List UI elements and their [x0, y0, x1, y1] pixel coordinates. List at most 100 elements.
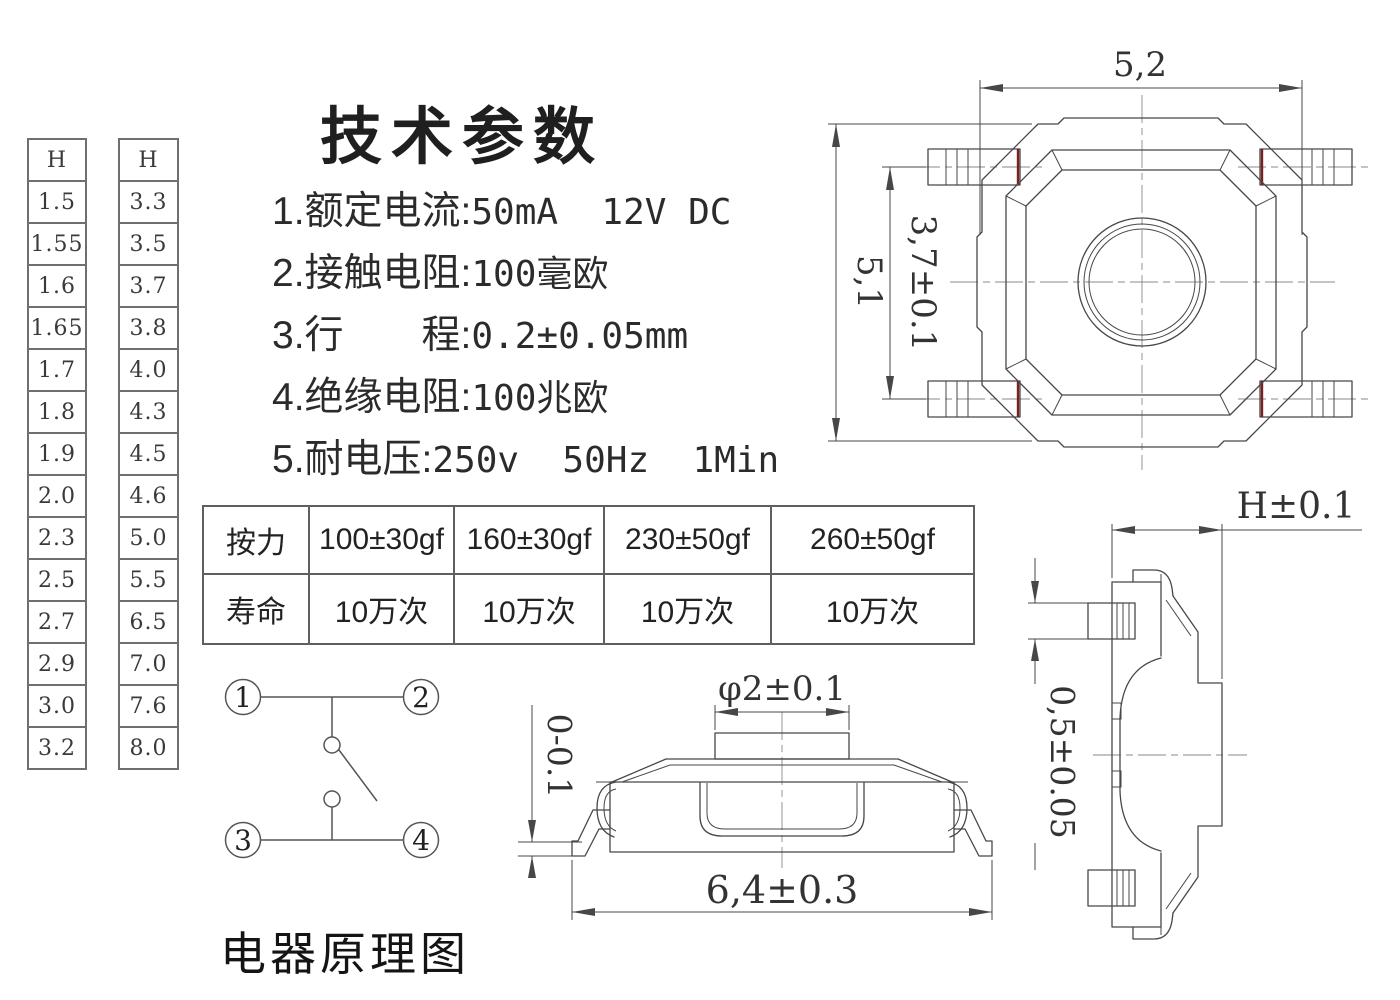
inner-ring-outer: [1005, 149, 1277, 416]
spec-item: 4.绝缘电阻:100兆欧: [272, 366, 608, 422]
page-title: 技术参数: [320, 103, 605, 172]
switch-profile: [571, 732, 993, 857]
h-value-cell: 2.7: [29, 602, 85, 644]
force-value: 100±30gf: [310, 507, 455, 575]
h-value-cell: 3.2: [38, 735, 76, 761]
centerlines: [912, 95, 1370, 470]
h-value-cell: 4.3: [120, 392, 177, 434]
side-lead-bottom: [1087, 869, 1136, 907]
svg-text:5,2: 5,2: [1113, 45, 1167, 85]
terminal-3-label: 3: [234, 824, 252, 857]
h-value-cell: 4.6: [120, 476, 177, 518]
h-value-cell: 4.5: [120, 434, 177, 476]
force-value: 230±50gf: [605, 507, 772, 575]
spec-label: 5.耐电压:: [272, 438, 433, 481]
top-view-drawing: 5,2 5,1 3,7±0.1: [828, 45, 1370, 470]
h-value-cell: 1.55: [29, 224, 85, 266]
ring-facets: [1005, 149, 1277, 416]
spec-label: 4.绝缘电阻:: [272, 376, 472, 419]
h-value-cell: 3.3: [120, 182, 177, 224]
dimension-button-dia: φ2±0.1: [714, 669, 850, 730]
terminal-4-label: 4: [412, 824, 430, 857]
svg-text:0-0.1: 0-0.1: [540, 714, 579, 799]
switch-body-outline: [976, 117, 1308, 448]
circuit-schematic: 1 2 3 4: [224, 678, 440, 859]
force-row-header: 按力: [204, 507, 310, 575]
h-value-cell: 3.8: [120, 308, 177, 350]
spec-label: 2.接触电阻:: [272, 252, 472, 295]
h-value-cell: 7.6: [120, 686, 177, 728]
lead-seam-marks: [1016, 149, 1264, 417]
spec-value: 250v 50Hz 1Min: [432, 440, 780, 481]
svg-text:0,5±0.05: 0,5±0.05: [1043, 685, 1082, 839]
h-table-header: H: [120, 140, 177, 182]
contact-dot-upper: [323, 736, 341, 754]
dimension-coplanarity: 0-0.1: [518, 705, 582, 878]
terminal-1-label: 1: [234, 681, 252, 714]
button-knob: [714, 732, 850, 760]
circuit-wires: [260, 696, 404, 841]
dimension-5-1: 5,1: [828, 123, 1032, 442]
h-value-cell: 3.7: [120, 266, 177, 308]
h-value-cell: 8.0: [129, 735, 168, 761]
h-value-cell: 5.0: [120, 518, 177, 560]
h-value-cell: 1.5: [29, 182, 85, 224]
life-value: 10万次: [455, 575, 605, 643]
side-lead-top: [1087, 602, 1136, 640]
spec-item: 1.额定电流:50mA 12V DC: [272, 180, 731, 236]
force-life-table: 按力 100±30gf 160±30gf 230±50gf 260±50gf 寿…: [202, 505, 975, 645]
h-value-cell: 2.5: [29, 560, 85, 602]
gull-wing-leads: [571, 809, 993, 857]
inner-ring-inner: [1025, 169, 1257, 396]
h-value-cell: 1.65: [29, 308, 85, 350]
h-table-header: H: [29, 140, 85, 182]
spec-item: 3.行 程:0.2±0.05mm: [272, 304, 688, 360]
corner-leads: [927, 148, 1353, 418]
terminal-2-circle: [402, 678, 440, 716]
spec-value: 0.2±0.05mm: [471, 316, 689, 357]
h-value-cell: 7.0: [120, 644, 177, 686]
svg-text:H±0.1: H±0.1: [1237, 486, 1356, 527]
terminal-3-circle: [224, 821, 262, 859]
dimension-height-h: H±0.1: [1111, 486, 1362, 679]
dimension-lead-thickness: 0,5±0.05: [1028, 558, 1094, 870]
h-value-cell: 2.3: [29, 518, 85, 560]
button-circle-mid: [1083, 223, 1201, 341]
spec-value: 100兆欧: [471, 378, 609, 419]
svg-text:3,7±0.1: 3,7±0.1: [903, 215, 943, 352]
switch-side-profile: [1087, 569, 1223, 940]
circuit-caption: 电器原理图: [220, 927, 470, 981]
spec-label: 1.额定电流:: [272, 190, 472, 233]
life-value: 10万次: [310, 575, 455, 643]
life-row-header: 寿命: [204, 575, 310, 643]
svg-text:5,1: 5,1: [849, 255, 889, 309]
button-circle-outer: [1077, 217, 1207, 347]
svg-text:φ2±0.1: φ2±0.1: [718, 669, 846, 709]
h-value-cell: 3.0: [29, 686, 85, 728]
terminal-1-circle: [224, 678, 262, 716]
h-value-cell: 3.5: [120, 224, 177, 266]
life-value: 10万次: [825, 596, 920, 629]
h-value-cell: 1.7: [29, 350, 85, 392]
terminal-4-circle: [402, 821, 440, 859]
spec-item: 2.接触电阻:100毫欧: [272, 242, 608, 298]
spec-value: 100毫欧: [471, 254, 609, 295]
force-value: 160±30gf: [455, 507, 605, 575]
spec-value: 50mA 12V DC: [471, 192, 732, 233]
dimension-pin-pitch: 3,7±0.1: [882, 166, 943, 400]
h-value-cell: 4.0: [120, 350, 177, 392]
spec-label: 3.行 程:: [272, 314, 472, 357]
h-value-cell: 5.5: [120, 560, 177, 602]
force-value: 260±50gf: [772, 507, 973, 575]
contact-dot-lower: [323, 790, 341, 808]
button-circle-inner: [1088, 228, 1196, 336]
terminal-2-label: 2: [412, 681, 430, 714]
dimension-5-2: 5,2: [979, 45, 1303, 235]
h-value-cell: 1.9: [29, 434, 85, 476]
life-value: 10万次: [605, 575, 772, 643]
h-value-cell: 1.6: [29, 266, 85, 308]
spec-item: 5.耐电压:250v 50Hz 1Min: [272, 428, 779, 484]
